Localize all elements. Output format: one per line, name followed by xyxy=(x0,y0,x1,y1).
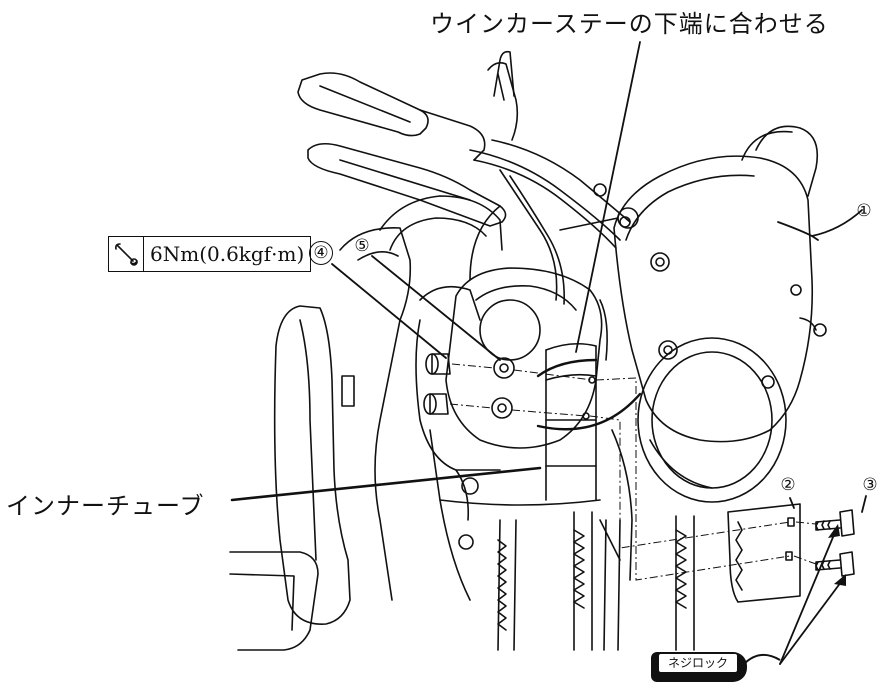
centerline xyxy=(589,415,791,549)
inner-tube-label: インナーチューブ xyxy=(6,492,205,520)
leader-line-1c xyxy=(811,209,863,237)
centerline xyxy=(795,521,817,525)
steering-stem xyxy=(429,299,633,601)
top-note: ウインカーステーの下端に合わせる xyxy=(430,10,829,38)
callout-4: ④ xyxy=(309,241,333,265)
headlight-assembly xyxy=(379,195,603,449)
leader-line-lock-2 xyxy=(779,577,845,665)
torque-value: 6Nm(0.6kgf·m) xyxy=(150,242,305,266)
centerline xyxy=(793,555,817,565)
callout-1: ① xyxy=(856,201,872,221)
fork-springs xyxy=(497,511,695,651)
left-fairing xyxy=(229,227,501,651)
screws xyxy=(815,509,855,577)
centerline xyxy=(451,363,495,369)
arrow-head xyxy=(828,524,840,538)
leader-line-3 xyxy=(861,495,867,513)
handlebar-grip xyxy=(297,62,519,161)
tube-nozzle xyxy=(743,653,781,665)
centerline xyxy=(513,369,593,381)
rubber-washers xyxy=(491,357,515,419)
arrow-head xyxy=(834,574,846,586)
cap-bolts xyxy=(423,353,451,415)
leader-line-inner-tube xyxy=(230,466,542,502)
thread-lock-label: ネジロック xyxy=(659,654,737,672)
mounting-plate xyxy=(727,503,801,603)
cables xyxy=(469,139,631,305)
centerline xyxy=(595,377,791,581)
brake-lever xyxy=(307,142,507,227)
leader-line-lock-1 xyxy=(779,529,837,665)
centerline xyxy=(511,409,587,417)
callout-3: ③ xyxy=(862,475,878,495)
leader-line-2 xyxy=(789,497,795,509)
callout-2: ② xyxy=(780,475,796,495)
callout-5: ⑤ xyxy=(354,236,370,256)
leader-line-5 xyxy=(371,255,501,361)
leader-line-top-note xyxy=(575,41,641,353)
visor-cowl xyxy=(613,125,827,503)
centerline xyxy=(449,403,493,409)
inner-tube xyxy=(536,342,642,501)
leader-line-1 xyxy=(777,221,813,237)
leader-line-4 xyxy=(331,263,447,359)
wrench-icon xyxy=(109,237,144,271)
torque-spec-box: 6Nm(0.6kgf·m) xyxy=(108,236,312,272)
